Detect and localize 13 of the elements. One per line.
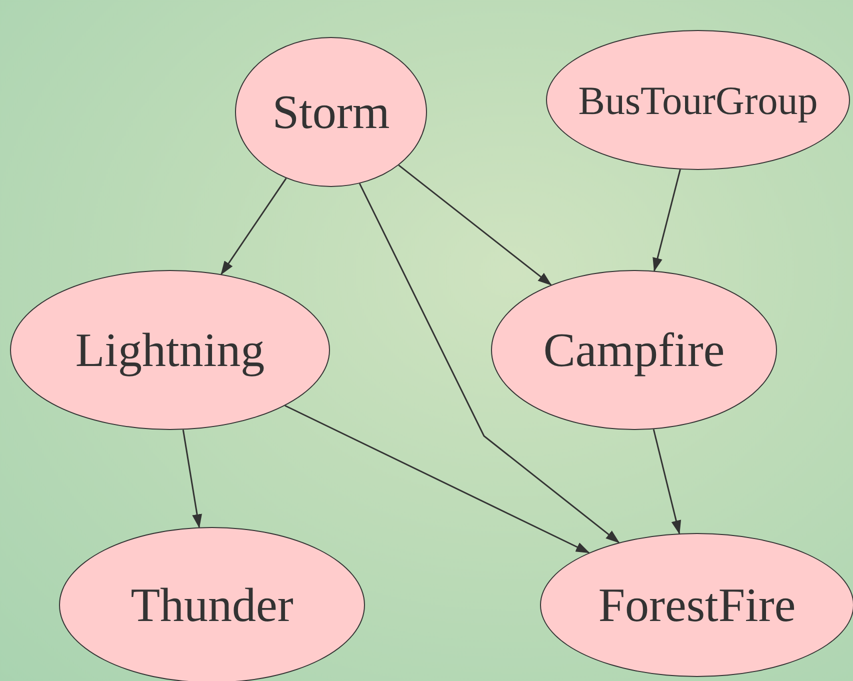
arrow bbox=[358, 183, 620, 544]
node-label: Lightning bbox=[75, 322, 265, 378]
node-label: Storm bbox=[272, 84, 390, 140]
node-label: BusTourGroup bbox=[578, 76, 818, 124]
arrow bbox=[182, 430, 202, 528]
arrow bbox=[652, 429, 682, 534]
arrow bbox=[284, 404, 590, 554]
node-label: Campfire bbox=[543, 322, 725, 378]
arrow bbox=[652, 169, 681, 272]
node-label: ForestFire bbox=[598, 578, 796, 632]
arrow bbox=[220, 178, 287, 276]
node-label: Thunder bbox=[130, 578, 294, 632]
arrow bbox=[398, 164, 552, 286]
